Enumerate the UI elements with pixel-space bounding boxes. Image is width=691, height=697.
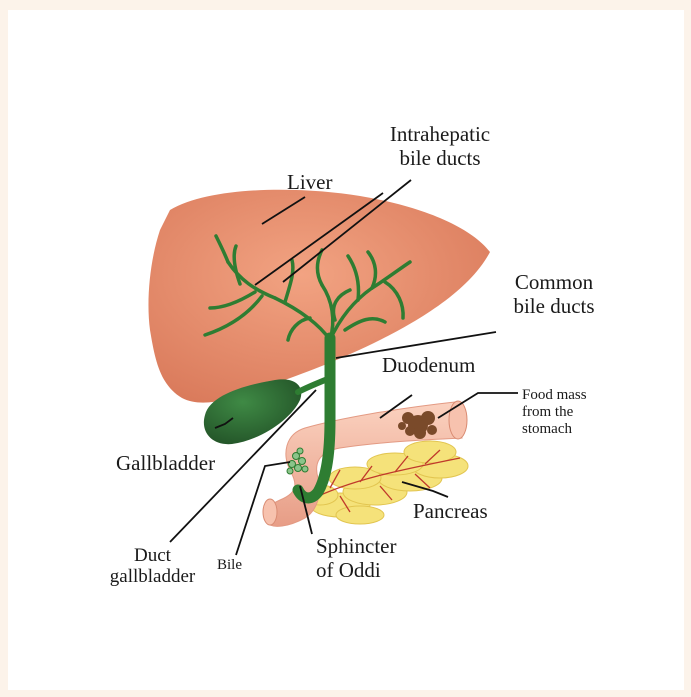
label-intrahepatic-bile-ducts: Intrahepatic bile ducts	[365, 123, 515, 170]
duodenum-end	[449, 401, 467, 439]
label-duodenum: Duodenum	[382, 354, 475, 378]
label-duct-line1: Duct	[100, 545, 205, 566]
label-sphincter-of-oddi: Sphincter of Oddi	[316, 535, 396, 582]
label-gallbladder: Gallbladder	[116, 452, 215, 476]
label-bile: Bile	[217, 557, 242, 574]
label-food-mass: Food mass from the stomach	[522, 387, 587, 437]
label-common-line2: bile ducts	[494, 295, 614, 319]
label-intrahepatic-line1: Intrahepatic	[365, 123, 515, 147]
label-food-line2: from the	[522, 404, 587, 421]
label-common-bile-ducts: Common bile ducts	[494, 271, 614, 318]
label-intrahepatic-line2: bile ducts	[365, 147, 515, 171]
label-food-line3: stomach	[522, 421, 587, 438]
label-duct-gallbladder: Duct gallbladder	[100, 545, 205, 588]
label-common-line1: Common	[494, 271, 614, 295]
label-sphincter-line1: Sphincter	[316, 535, 396, 559]
label-food-line1: Food mass	[522, 387, 587, 404]
label-duct-line2: gallbladder	[100, 566, 205, 587]
label-liver: Liver	[287, 171, 332, 195]
duodenum-start	[263, 499, 277, 525]
label-sphincter-line2: of Oddi	[316, 559, 396, 583]
label-pancreas: Pancreas	[413, 500, 488, 524]
